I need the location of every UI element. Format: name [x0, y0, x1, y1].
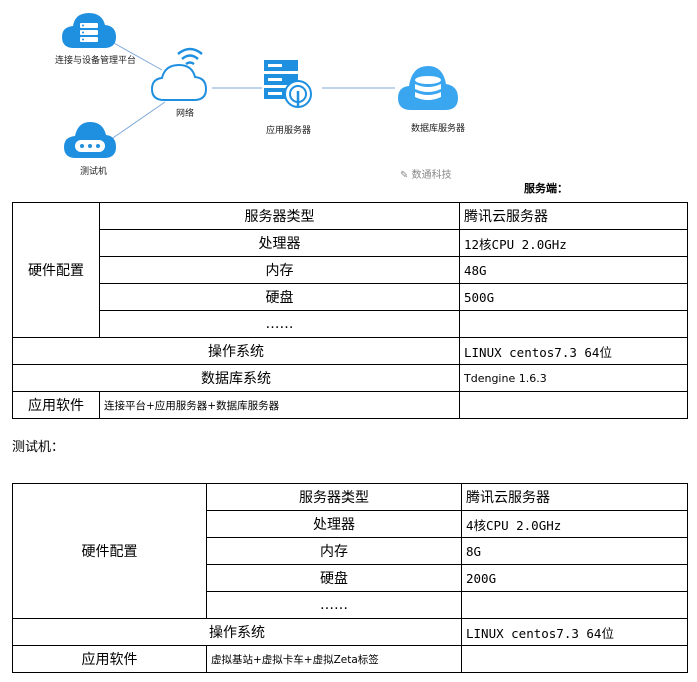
spec-value: 腾讯云服务器 [461, 483, 688, 511]
hardware-label: 硬件配置 [12, 202, 100, 338]
db-value: Tdengine 1.6.3 [459, 364, 688, 392]
server-spec-table: 硬件配置 服务器类型 腾讯云服务器 处理器 12核CPU 2.0GHz 内存 4… [12, 202, 688, 419]
network-diagram: 连接与设备管理平台 网络 应用服务器 数据库服务器 测试机 ✎ [0, 0, 697, 185]
table-row: 应用软件 连接平台+应用服务器+数据库服务器 [12, 391, 688, 419]
spec-value: 腾讯云服务器 [459, 202, 688, 230]
server-section-title: 服务端： [524, 182, 568, 195]
table-row: …… [13, 310, 688, 338]
platform-cloud-server-icon [62, 13, 116, 48]
spec-value [459, 310, 688, 338]
table-row: 操作系统 LINUX centos7.3 64位 [12, 618, 688, 646]
app-label: 应用软件 [12, 391, 100, 419]
spec-key: 硬盘 [99, 283, 460, 311]
spec-value: 200G [461, 564, 688, 592]
tester-section-title: 测试机： [12, 440, 65, 455]
hardware-label: 硬件配置 [12, 483, 207, 619]
table-row: 内存 48G [13, 256, 688, 284]
app-extra [459, 391, 688, 419]
spec-key: 硬盘 [206, 564, 462, 592]
table-row: 应用软件 虚拟基站+虚拟卡车+虚拟Zeta标签 [12, 645, 688, 673]
app-server-icon [264, 60, 312, 108]
spec-value: 48G [459, 256, 688, 284]
spec-key: 处理器 [99, 229, 460, 257]
table-row: 处理器 12核CPU 2.0GHz [13, 229, 688, 257]
spec-key: …… [206, 591, 462, 619]
os-label: 操作系统 [12, 337, 460, 365]
app-server-label: 应用服务器 [266, 126, 312, 136]
watermark: ✎ 数通科技 [400, 166, 452, 181]
watermark-text: 数通科技 [411, 170, 452, 181]
network-cloud-icon [150, 47, 208, 101]
table-row: 硬件配置 服务器类型 腾讯云服务器 [12, 483, 688, 619]
spec-key: 内存 [206, 537, 462, 565]
table-row: 硬件配置 服务器类型 腾讯云服务器 [12, 202, 688, 338]
spec-key: 处理器 [206, 510, 462, 538]
os-label: 操作系统 [12, 618, 462, 646]
table-row: 硬盘 200G [13, 564, 688, 592]
db-label: 数据库系统 [12, 364, 460, 392]
table-row: …… [13, 591, 688, 619]
app-label: 应用软件 [12, 645, 207, 673]
network-label: 网络 [176, 109, 195, 119]
app-value: 虚拟基站+虚拟卡车+虚拟Zeta标签 [206, 645, 462, 673]
table-row: 操作系统 LINUX centos7.3 64位 [12, 337, 688, 365]
table-row: 数据库系统 Tdengine 1.6.3 [12, 364, 688, 392]
tester-cloud-icon [64, 122, 116, 158]
table-row: 硬盘 500G [13, 283, 688, 311]
diagram-connectors [109, 41, 395, 141]
spec-key: …… [99, 310, 460, 338]
spec-value: 8G [461, 537, 688, 565]
watermark-logo-icon: ✎ [400, 170, 409, 181]
spec-value [461, 591, 688, 619]
spec-key: 服务器类型 [206, 483, 462, 511]
tester-spec-table: 硬件配置 服务器类型 腾讯云服务器 处理器 4核CPU 2.0GHz 内存 8G… [12, 483, 688, 673]
spec-value: 12核CPU 2.0GHz [459, 229, 688, 257]
os-value: LINUX centos7.3 64位 [459, 337, 688, 365]
spec-value: 500G [459, 283, 688, 311]
os-value: LINUX centos7.3 64位 [461, 618, 688, 646]
app-extra [461, 645, 688, 673]
spec-key: 内存 [99, 256, 460, 284]
spec-key: 服务器类型 [99, 202, 460, 230]
app-value: 连接平台+应用服务器+数据库服务器 [99, 391, 460, 419]
table-row: 处理器 4核CPU 2.0GHz [13, 510, 688, 538]
db-server-label: 数据库服务器 [411, 124, 466, 134]
db-server-cloud-icon [398, 66, 458, 110]
spec-value: 4核CPU 2.0GHz [461, 510, 688, 538]
platform-label: 连接与设备管理平台 [55, 56, 137, 66]
tester-label: 测试机 [80, 167, 108, 177]
table-row: 内存 8G [13, 537, 688, 565]
